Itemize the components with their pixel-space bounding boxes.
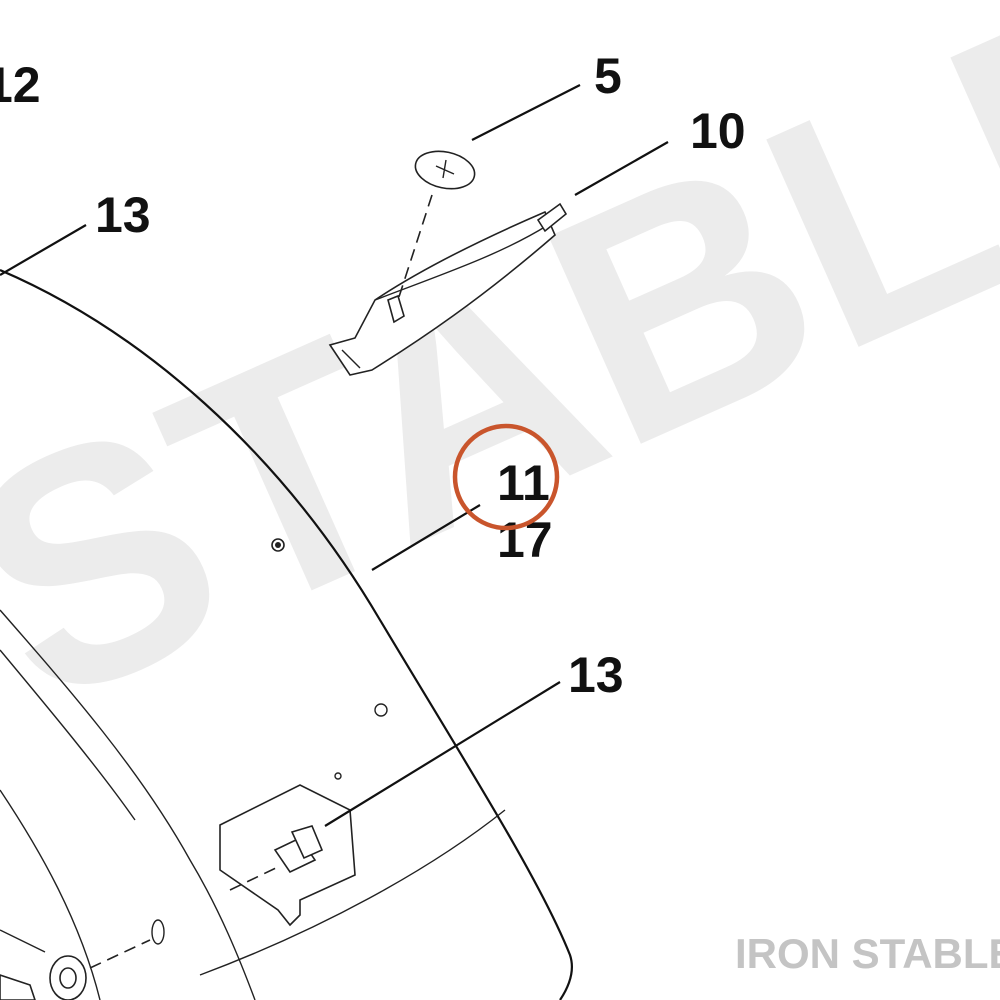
nut-center xyxy=(275,542,281,548)
highlight-circle xyxy=(452,423,560,531)
fender-housing xyxy=(0,268,574,1000)
leader-11 xyxy=(371,504,481,571)
leader-lines xyxy=(0,84,669,827)
callout-13-mid: 13 xyxy=(568,647,624,703)
bracket-stud xyxy=(387,294,405,324)
callout-10: 10 xyxy=(690,103,746,159)
washer-assembly xyxy=(0,919,165,1000)
callout-12: 12 xyxy=(0,57,41,113)
leader-13-top xyxy=(0,224,87,276)
leader-10 xyxy=(574,141,669,196)
callout-11: 11 xyxy=(497,455,550,511)
callout-5: 5 xyxy=(594,48,622,104)
brand-logo-text: IRON STABLE xyxy=(735,930,1000,977)
grease-fitting-plate xyxy=(219,784,356,927)
watermark-text: STABLE xyxy=(0,0,1000,775)
callout-17: 17 xyxy=(497,512,553,568)
mount-hole xyxy=(334,772,342,780)
phillips-icon xyxy=(435,159,455,179)
leader-5 xyxy=(471,84,581,141)
cap-part xyxy=(414,150,476,190)
mount-hole xyxy=(374,703,388,717)
bracket-pin xyxy=(536,202,568,233)
leader-13-mid xyxy=(324,681,561,827)
callout-13-top: 13 xyxy=(95,187,151,243)
bracket-part xyxy=(328,202,568,376)
